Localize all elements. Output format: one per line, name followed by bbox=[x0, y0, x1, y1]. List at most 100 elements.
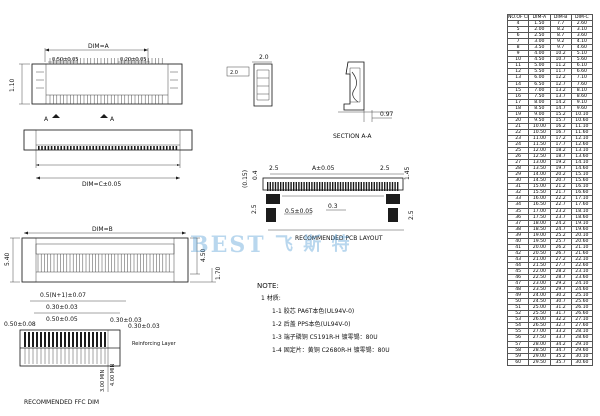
table-cell: 10.60 bbox=[570, 116, 594, 124]
table-cell: 24.10 bbox=[570, 280, 594, 288]
ffc-dim: 0.5(N+1)±0.07 0.30±0.03 0.50±0.05 0.50±0… bbox=[4, 292, 177, 406]
table-cell: 4.10 bbox=[570, 38, 594, 46]
table-cell: 17.10 bbox=[570, 195, 594, 203]
table-cell: 12.10 bbox=[570, 134, 594, 142]
table-header-cell: NO.OF CKT bbox=[506, 13, 530, 22]
table-cell: 13.10 bbox=[570, 147, 594, 155]
table-cell: 22.10 bbox=[570, 255, 594, 263]
pcb-layout: 2.5 A±0.05 2.5 (0.15) 0.4 1.45 2.5 2.5 0… bbox=[242, 165, 415, 242]
dim-a-label: DIM=A bbox=[88, 43, 110, 50]
table-cell: 3.60 bbox=[570, 32, 594, 40]
side-view: 2.0 2.0 bbox=[226, 54, 273, 107]
watermark: BEST 飞 斯 特 bbox=[190, 232, 350, 258]
table-cell: 25.10 bbox=[570, 292, 594, 300]
note-line: 1-2 后盖 PPS本色(UL94V-0) bbox=[272, 320, 350, 328]
table-cell: 30.60 bbox=[570, 358, 594, 366]
table-cell: 27.60 bbox=[570, 322, 594, 330]
pcb-25l-label: 2.5 bbox=[251, 204, 258, 214]
table-cell: 7.60 bbox=[570, 80, 594, 88]
pcb-04-label: 0.4 bbox=[252, 170, 259, 180]
table-cell: 4.60 bbox=[570, 44, 594, 52]
table-cell: 11.60 bbox=[570, 128, 594, 136]
pcb-015-label: (0.15) bbox=[242, 170, 249, 188]
table-cell: 17.60 bbox=[570, 201, 594, 209]
table-cell: 8.10 bbox=[570, 86, 594, 94]
height-110-label: 1.10 bbox=[9, 78, 16, 92]
pitch-left-label: 0.50±0.05 bbox=[52, 57, 78, 63]
table-cell: 19.10 bbox=[570, 219, 594, 227]
table-cell: 21.10 bbox=[570, 243, 594, 251]
table-cell: 18.60 bbox=[570, 213, 594, 221]
h-540-label: 5.40 bbox=[4, 252, 11, 266]
table-header-cell: DIM-C bbox=[570, 13, 594, 22]
table-cell: 29.10 bbox=[570, 340, 594, 348]
pcb-03-label: 0.3 bbox=[328, 203, 338, 210]
pcb-05-label: 0.5±0.05 bbox=[285, 208, 313, 215]
table-cell: 26.10 bbox=[570, 304, 594, 312]
ffc-dim-2: 0.30±0.03 bbox=[46, 304, 78, 311]
table-cell: 60 bbox=[506, 358, 530, 366]
table-cell: 21.60 bbox=[570, 249, 594, 257]
ffc-title: RECOMMENDED FFC DIM bbox=[24, 399, 99, 406]
ffc-dim-8: 3.00 MIN bbox=[100, 369, 106, 392]
ffc-dim-4: 0.50±0.08 bbox=[4, 321, 36, 328]
pcb-25-label: 2.5 bbox=[269, 165, 279, 172]
table-cell: 23.60 bbox=[570, 274, 594, 282]
watermark-latin: BEST bbox=[190, 232, 266, 258]
note-line: 1-1 胶芯 PA6T本色(UL94V-0) bbox=[272, 307, 354, 315]
note-line: 1-3 端子磷铜 C5191R-H 镀零锡：80U bbox=[272, 333, 378, 341]
note-block: NOTE: 1 材质: 1-1 胶芯 PA6T本色(UL94V-0) 1-2 后… bbox=[257, 282, 390, 354]
table-cell: 14.10 bbox=[570, 159, 594, 167]
table-cell: 15.60 bbox=[570, 177, 594, 185]
table-header-row: NO.OF CKT DIM-A DIM-B DIM-C bbox=[506, 13, 594, 22]
pcb-a-label: A±0.05 bbox=[312, 165, 335, 172]
note-line: 1-4 固定片：黄铜 C2680R-H 镀零锡：80U bbox=[272, 346, 390, 354]
ffc-dim-9: Reinforcing Layer bbox=[132, 341, 177, 347]
table-cell: 6.10 bbox=[570, 62, 594, 70]
table-cell: 13.60 bbox=[570, 153, 594, 161]
table-cell: 6.60 bbox=[570, 68, 594, 76]
table-cell: 29.60 bbox=[570, 346, 594, 354]
side-20-box-label: 2.0 bbox=[230, 70, 238, 76]
pitch-right-label: 0.20±0.05 bbox=[120, 57, 146, 63]
ffc-dim-5: 0.30±0.03 bbox=[110, 317, 142, 324]
ffc-dim-6: 0.30±0.03 bbox=[128, 323, 160, 330]
table-cell: 8.60 bbox=[570, 92, 594, 100]
